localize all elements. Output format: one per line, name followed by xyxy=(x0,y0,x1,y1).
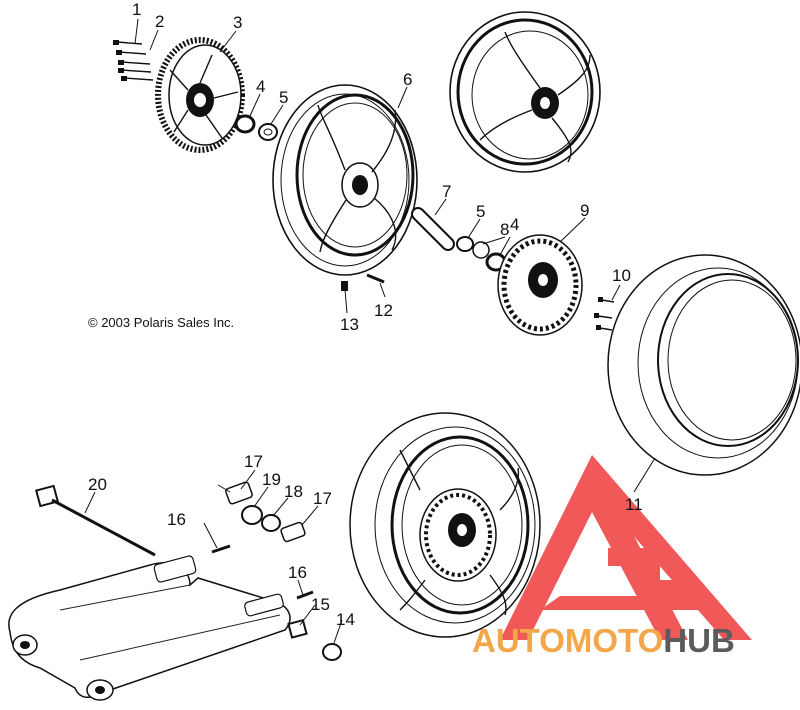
ring-8 xyxy=(472,241,490,259)
copyright-notice: © 2003 Polaris Sales Inc. xyxy=(88,315,234,330)
bolt-16-left xyxy=(211,544,231,554)
adjuster-17-top xyxy=(225,481,253,505)
callout-16-left: 16 xyxy=(167,510,186,529)
callout-2: 2 xyxy=(155,12,164,31)
spacer-18 xyxy=(261,514,281,532)
bushing-19 xyxy=(241,505,263,525)
leader-lines xyxy=(84,18,656,644)
spacer-5-top xyxy=(258,123,278,141)
callout-5-top: 5 xyxy=(279,88,288,107)
callout-9: 9 xyxy=(580,201,589,220)
adjuster-17-right xyxy=(280,521,306,543)
callout-1: 1 xyxy=(132,0,141,19)
watermark-text-hub: HUB xyxy=(663,622,735,659)
callout-16-right: 16 xyxy=(288,563,307,582)
watermark-logo xyxy=(500,455,752,640)
rear-rim xyxy=(272,84,418,276)
callout-14: 14 xyxy=(336,610,355,629)
callout-20: 20 xyxy=(88,475,107,494)
tire xyxy=(607,254,800,476)
bolt-16-right xyxy=(296,590,314,600)
callout-10: 10 xyxy=(612,266,631,285)
callout-11: 11 xyxy=(625,495,643,514)
watermark-text-main: AUTOMOTO xyxy=(472,622,663,659)
callout-13: 13 xyxy=(340,315,359,334)
watermark-text: AUTOMOTOHUB xyxy=(472,622,735,659)
spacer-5-mid xyxy=(456,236,474,252)
axle xyxy=(411,207,455,251)
pivot-bolt xyxy=(35,484,156,557)
callout-6: 6 xyxy=(403,70,412,89)
callout-5-mid: 5 xyxy=(476,202,485,221)
nut-14 xyxy=(322,643,342,661)
alt-rim xyxy=(449,11,601,173)
callout-12: 12 xyxy=(374,301,393,320)
callout-15: 15 xyxy=(311,595,330,614)
nut-13 xyxy=(341,281,348,291)
brake-disc xyxy=(497,234,583,336)
clip-12 xyxy=(366,273,385,284)
bearing-4-top xyxy=(234,114,256,134)
callout-3: 3 xyxy=(233,13,242,32)
callout-17-right: 17 xyxy=(313,489,332,508)
disc-bolts xyxy=(594,297,615,331)
callout-labels: 1 2 3 4 5 6 7 5 8 4 9 10 11 12 13 14 15 … xyxy=(88,0,643,629)
callout-18: 18 xyxy=(284,482,303,501)
callout-19: 19 xyxy=(262,470,281,489)
plate-15 xyxy=(287,618,308,639)
swingarm xyxy=(8,555,291,701)
callout-17-top: 17 xyxy=(244,452,263,471)
assembled-wheel xyxy=(349,412,541,638)
callout-8: 8 xyxy=(500,220,509,239)
callout-4-mid: 4 xyxy=(510,215,519,234)
bolt-set xyxy=(113,40,154,81)
sprocket xyxy=(155,37,245,153)
callout-4-top: 4 xyxy=(256,77,265,96)
callout-7: 7 xyxy=(442,182,451,201)
